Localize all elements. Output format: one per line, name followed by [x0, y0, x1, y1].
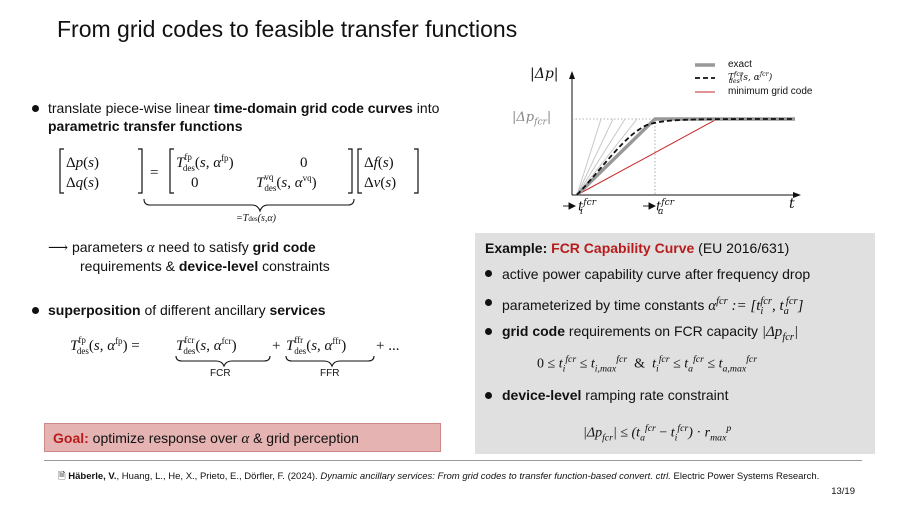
svg-text:Tfcrdes(s, αfcr): Tfcrdes(s, αfcr): [176, 335, 237, 356]
note-text: requirements &: [80, 258, 179, 274]
goal-label: Goal:: [53, 430, 89, 446]
fan-line: [576, 118, 626, 196]
citation-authors-bold: Häberle, V.: [68, 471, 117, 482]
goal-body: & grid perception: [249, 430, 359, 446]
parameters-note-line2: requirements & device-level constraints: [80, 257, 460, 275]
citation-authors: , Huang, L., He, X., Prieto, E., Dörfler…: [116, 471, 321, 482]
bullet-translate: translate piece-wise linear time-domain …: [48, 99, 448, 135]
legend-exact: exact: [728, 59, 752, 70]
bullet-text: into: [412, 100, 440, 116]
item-bold: device-level: [502, 387, 582, 403]
item-text: parameterized by time constants: [502, 297, 709, 313]
svg-text:Δq(s): Δq(s): [66, 175, 99, 191]
document-icon: 🗎: [58, 471, 66, 482]
svg-text:+ ...: + ...: [376, 338, 399, 354]
chart-ytick: |Δpfcr|: [512, 110, 552, 128]
slide-title: From grid codes to feasible transfer fun…: [57, 16, 518, 42]
example-item-2: parameterized by time constants αfcr := …: [502, 296, 804, 317]
item-bold: grid code: [502, 323, 566, 339]
svg-text:Δp(s): Δp(s): [66, 155, 99, 171]
chart-xtick-ti: tfcri: [578, 198, 597, 217]
chart-ylabel: |Δp|: [530, 66, 559, 82]
legend-tdes: Tfcrdes(s, αfcr): [728, 71, 773, 85]
example-box: Example: FCR Capability Curve (EU 2016/6…: [475, 233, 875, 454]
footer-rule: [44, 460, 862, 461]
x-axis-arrow: [793, 192, 801, 198]
note-bold: grid code: [252, 239, 316, 255]
bullet-dot: [485, 392, 492, 399]
goal-body: optimize response over: [88, 430, 242, 446]
svg-text:0: 0: [300, 155, 308, 171]
parameters-note: ⟶ parameters α need to satisfy grid code: [48, 239, 316, 256]
example-item-1: active power capability curve after freq…: [502, 266, 811, 282]
fan-line: [576, 118, 614, 196]
svg-text:Δf(s): Δf(s): [364, 155, 394, 171]
fan-line: [576, 118, 638, 196]
bullet-bold: time-domain grid code curves: [213, 100, 413, 116]
bullet-bold: parametric transfer functions: [48, 118, 243, 134]
fan-line: [576, 118, 602, 196]
ramping-constraint: |Δpfcr| ≤ (tafcr − tifcr) · rmaxp: [583, 423, 732, 444]
svg-text:=Tdes(s,α): =Tdes(s,α): [236, 213, 277, 224]
citation: 🗎 Häberle, V., Huang, L., He, X., Prieto…: [58, 469, 819, 485]
fcr-brace-label: FCR: [210, 368, 231, 379]
svg-text:=: =: [150, 165, 158, 181]
tdes-line: [576, 118, 796, 196]
citation-title: Dynamic ancillary services: From grid co…: [320, 471, 671, 482]
svg-text:0: 0: [191, 175, 199, 191]
example-item-4: device-level ramping rate constraint: [502, 387, 729, 403]
bullet-dot: [32, 105, 39, 112]
heading-text: Example:: [485, 240, 552, 256]
heading-red: FCR Capability Curve: [551, 240, 695, 256]
goal-box: Goal: optimize response over α & grid pe…: [44, 423, 441, 452]
bullet-text: of different ancillary: [140, 302, 270, 318]
bullet-bold: services: [269, 302, 326, 318]
goal-text: Goal: optimize response over α & grid pe…: [53, 430, 359, 447]
chart-xtick-ta: tfcra: [656, 198, 675, 217]
y-axis-arrow: [569, 71, 575, 79]
note-text: parameters: [71, 239, 147, 255]
fcr-chart: [563, 63, 801, 210]
note-bold: device-level: [178, 258, 259, 274]
chart-xlabel: t: [789, 196, 795, 212]
bullet-dot: [32, 307, 39, 314]
note-text: constraints: [258, 258, 330, 274]
ramp-inequality: 0 ≤ tifcr ≤ ti,maxfcr & tifcr ≤ tafcr ≤ …: [537, 354, 758, 375]
example-item-3: grid code requirements on FCR capacity |…: [502, 323, 799, 343]
bullet-dot: [485, 299, 492, 306]
bullet-dot: [485, 328, 492, 335]
svg-text:Δv(s): Δv(s): [364, 175, 396, 191]
svg-text:+: +: [272, 338, 280, 354]
bullet-text: translate piece-wise linear: [48, 100, 214, 116]
bullet-superposition: superposition of different ancillary ser…: [48, 301, 448, 319]
page-number: 13/19: [831, 486, 855, 497]
bullet-dot: [485, 270, 492, 277]
ffr-brace-label: FFR: [320, 368, 340, 379]
bullet-bold: superposition: [48, 302, 141, 318]
citation-journal: Electric Power Systems Research.: [670, 471, 820, 482]
note-text: need to satisfy: [154, 239, 253, 255]
legend-min-grid-code: minimum grid code: [728, 86, 813, 97]
example-heading: Example: FCR Capability Curve (EU 2016/6…: [485, 239, 789, 257]
heading-text: (EU 2016/631): [694, 240, 790, 256]
